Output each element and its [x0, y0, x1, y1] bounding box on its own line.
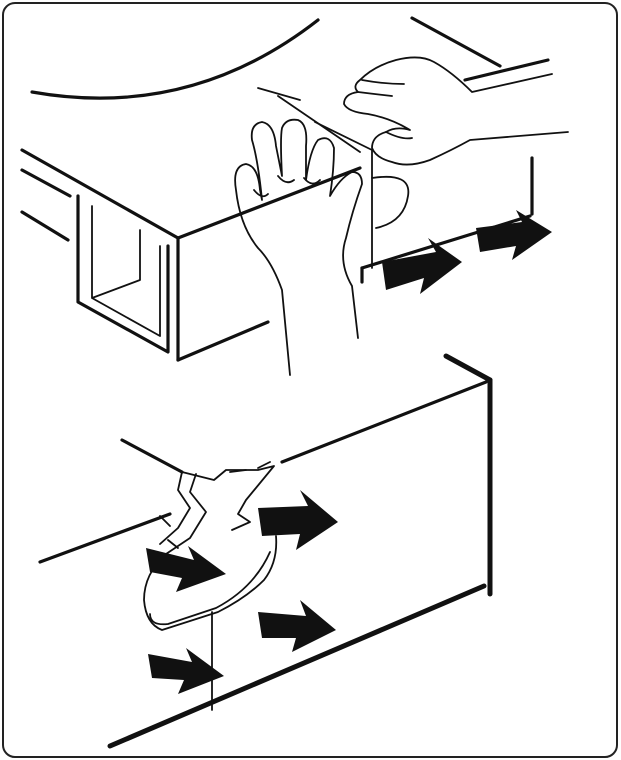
bottom-panel: [40, 356, 490, 746]
right-hand-fingers: [358, 80, 412, 138]
box-bottom-edge: [178, 322, 268, 360]
arrow-top-1: [382, 238, 462, 294]
arrow-bottom-3: [258, 600, 336, 652]
tape-flap: [372, 177, 408, 228]
background-arc: [32, 20, 318, 98]
panel-top-edge: [446, 356, 490, 380]
frame-border: [3, 3, 617, 757]
arrow-bottom-1: [258, 490, 338, 550]
right-hand: [344, 57, 568, 164]
tape-guide-line: [258, 88, 300, 100]
arrow-top-2: [476, 210, 552, 260]
corner-crease-1: [122, 440, 182, 472]
tape-lower-flap: [144, 474, 276, 630]
tape-piece: [160, 466, 274, 544]
left-hand: [235, 120, 362, 375]
tape-crease-dashes: [160, 462, 270, 548]
top-panel: [22, 18, 568, 375]
arrow-bottom-2: [146, 546, 226, 592]
box-left-stub: [22, 212, 68, 240]
panel-face-top: [282, 382, 486, 462]
